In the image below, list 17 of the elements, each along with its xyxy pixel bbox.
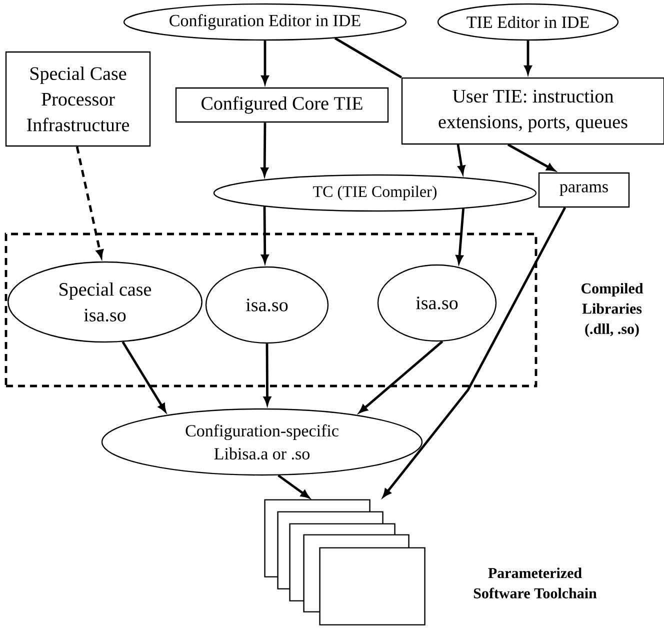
arrow (382, 207, 566, 498)
caption-label: Parameterized Software Toolchain (474, 568, 597, 598)
arrow (359, 340, 444, 413)
group-heading: Compiled Libraries (.dll, .so) (581, 282, 644, 338)
arrow (122, 341, 166, 412)
oval-node: isa.so (205, 266, 329, 344)
oval-node: TC (TIE Compiler) (213, 174, 537, 212)
oval-node: Configuration Editor in IDE (123, 3, 407, 41)
oval-node: Configuration-specific Libisa.a or .so (101, 408, 423, 476)
oval-node: Special case isa.so (8, 261, 202, 343)
process-box: Configured Core TIE (175, 87, 389, 123)
process-box: User TIE: instruction extensions, ports, queues (401, 77, 664, 145)
oval-node: TIE Editor in IDE (437, 3, 619, 41)
process-box: Special Case Processor Infrastructure (5, 51, 151, 147)
process-box: params (538, 172, 630, 208)
arrow (278, 474, 310, 498)
oval-node: isa.so (377, 264, 497, 342)
